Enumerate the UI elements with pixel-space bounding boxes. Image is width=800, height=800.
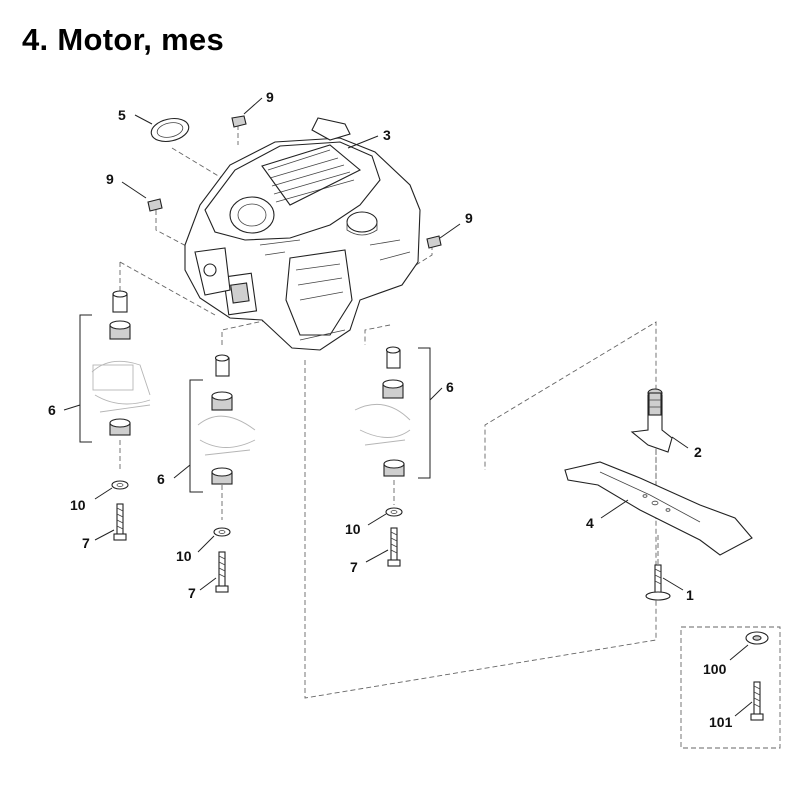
gasket-part-5 (150, 117, 190, 143)
callout-4: 4 (586, 515, 594, 531)
page-title: 4. Motor, mes (22, 22, 225, 57)
callout-7-middle: 7 (188, 585, 196, 601)
callout-6-middle: 6 (157, 471, 165, 487)
callout-5: 5 (118, 107, 126, 123)
callout-10-middle: 10 (176, 548, 192, 564)
callout-2: 2 (694, 444, 702, 460)
callout-7-right: 7 (350, 559, 358, 575)
assembly-guide-lines (119, 125, 781, 749)
blade-bolt-part-1 (645, 564, 671, 601)
blade-adapter-part-2 (630, 388, 673, 453)
engine-assembly (184, 117, 421, 351)
blade-part-4 (564, 461, 753, 556)
engine-grille (261, 144, 361, 206)
callout-1: 1 (686, 587, 694, 603)
mount-stack-left (79, 290, 151, 541)
callout-101: 101 (709, 714, 733, 730)
callout-7-left: 7 (82, 535, 90, 551)
callout-labels: 5 9 3 9 9 6 6 6 10 7 10 7 10 7 2 4 1 100… (48, 89, 733, 730)
callout-9-top: 9 (266, 89, 274, 105)
bolt-part-101 (750, 681, 764, 721)
nut-part-9-c (426, 235, 442, 249)
callout-10-left: 10 (70, 497, 86, 513)
callout-9-right: 9 (465, 210, 473, 226)
callout-3: 3 (383, 127, 391, 143)
fuel-cap (346, 211, 378, 233)
callout-6-left: 6 (48, 402, 56, 418)
leader-lines (63, 97, 753, 717)
callout-100: 100 (703, 661, 727, 677)
mount-stack-middle (189, 354, 256, 593)
callout-9-left: 9 (106, 171, 114, 187)
callout-6-right: 6 (446, 379, 454, 395)
starter-handle (311, 117, 351, 141)
nut-part-9-b (147, 198, 163, 212)
washer-part-100 (745, 631, 769, 645)
callout-10-right: 10 (345, 521, 361, 537)
mount-stack-right (354, 346, 431, 567)
optional-kit-frame (680, 626, 781, 749)
nut-part-9-a (231, 115, 247, 128)
